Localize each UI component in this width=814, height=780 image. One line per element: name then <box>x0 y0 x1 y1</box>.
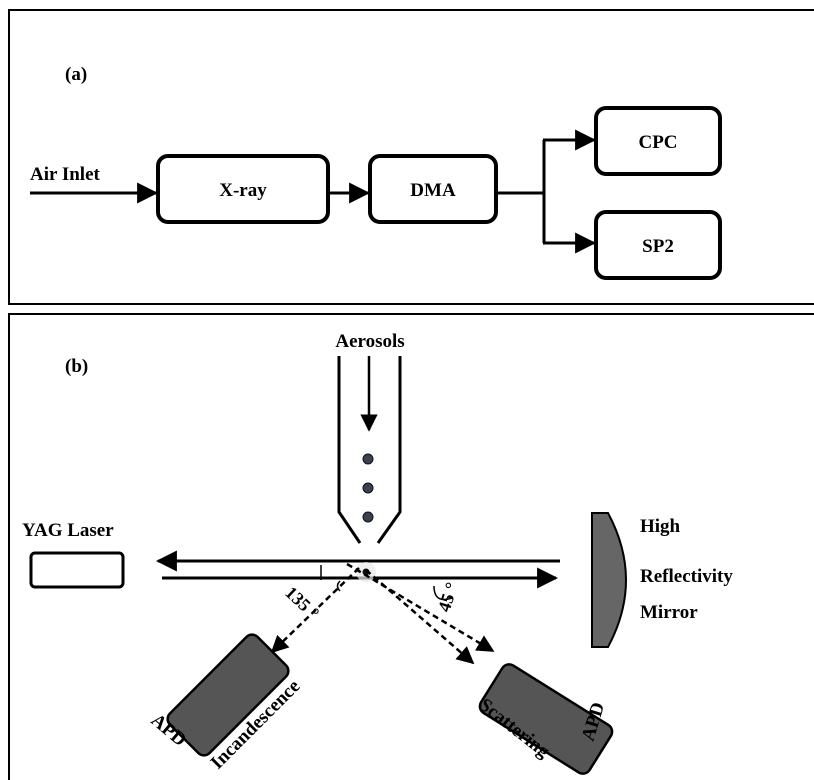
cpc-label: CPC <box>638 132 677 153</box>
mirror <box>591 512 627 648</box>
air-inlet-label: Air Inlet <box>30 164 101 185</box>
aerosols-label: Aerosols <box>335 331 404 352</box>
angle-arc-right <box>433 585 453 601</box>
xray-box <box>156 154 330 224</box>
scattering-path-2 <box>346 562 495 653</box>
detector-body <box>166 633 290 757</box>
xray-label: X-ray <box>219 180 267 201</box>
angle-45-label: 45 ° <box>434 580 462 614</box>
panel-a-frame <box>8 9 814 305</box>
scattering-detector <box>478 663 614 775</box>
detector-body <box>478 663 614 775</box>
yag-laser-label: YAG Laser <box>22 520 114 541</box>
sp2-label: SP2 <box>642 236 674 257</box>
incandescence-path <box>270 567 360 654</box>
panel-b-frame <box>8 313 814 780</box>
mirror-label-line3: Mirror <box>640 602 698 623</box>
panel-a-label: (a) <box>65 64 87 85</box>
particle <box>362 482 374 494</box>
incandescence-detector <box>166 633 290 757</box>
angle-arc-left <box>336 580 341 592</box>
dma-box <box>368 154 498 224</box>
dma-label: DMA <box>410 180 456 201</box>
angle-135-label: 135 ° <box>281 582 323 623</box>
yag-laser-box <box>29 551 125 589</box>
mirror-label-line1: High <box>640 516 681 537</box>
cpc-box <box>594 106 722 176</box>
sp2-box <box>594 210 722 280</box>
mirror-label-line2: Reflectivity <box>640 566 733 587</box>
nozzle-left-wall <box>337 356 362 544</box>
nozzle-right-wall <box>376 356 402 544</box>
particle <box>362 511 374 523</box>
panel-b-label: (b) <box>65 356 88 377</box>
particle <box>362 453 374 465</box>
